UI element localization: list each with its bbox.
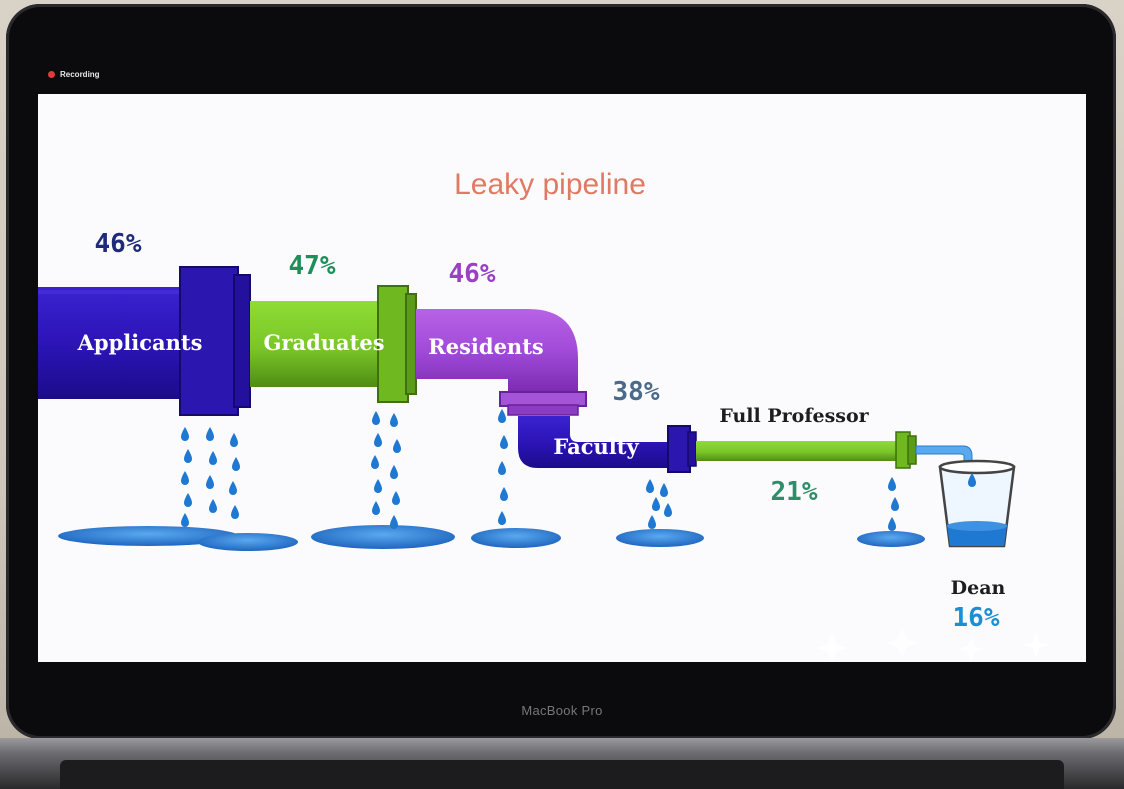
glass-icon [938,459,1016,548]
pipe-full-professor [696,431,973,469]
leaky-pipeline-slide: Leaky pipeline [38,168,1049,662]
slide-title: Leaky pipeline [454,168,646,201]
percent-full-professor: 21% [771,477,818,507]
percent-dean: 16% [953,603,1000,633]
laptop-lower-bezel: MacBook Pro [40,680,1084,740]
laptop-keyboard [60,760,1064,789]
percent-residents: 46% [449,259,496,289]
laptop-brand-label: MacBook Pro [521,702,603,718]
recording-label: Recording [60,69,100,79]
percent-applicants: 46% [95,229,142,259]
pipe-graduates [250,285,417,403]
stage-label-dean: Dean [951,577,1006,599]
percent-graduates: 47% [289,251,336,281]
percent-faculty: 38% [613,377,660,407]
presentation-screen: Leaky pipeline [38,94,1086,662]
sparkle-icons [816,627,1049,662]
pipe-faculty [518,416,697,473]
stage-label-full-professor: Full Professor [719,405,869,427]
stage-label-applicants: Applicants [77,330,203,355]
pipe-applicants [38,266,251,416]
stage-label-graduates: Graduates [263,330,384,355]
recording-indicator: Recording [48,68,100,80]
water-puddles [58,525,925,551]
stage-label-residents: Residents [428,334,543,359]
stage-label-faculty: Faculty [553,434,639,459]
recording-dot-icon [48,70,55,78]
pipe-residents [416,309,587,416]
